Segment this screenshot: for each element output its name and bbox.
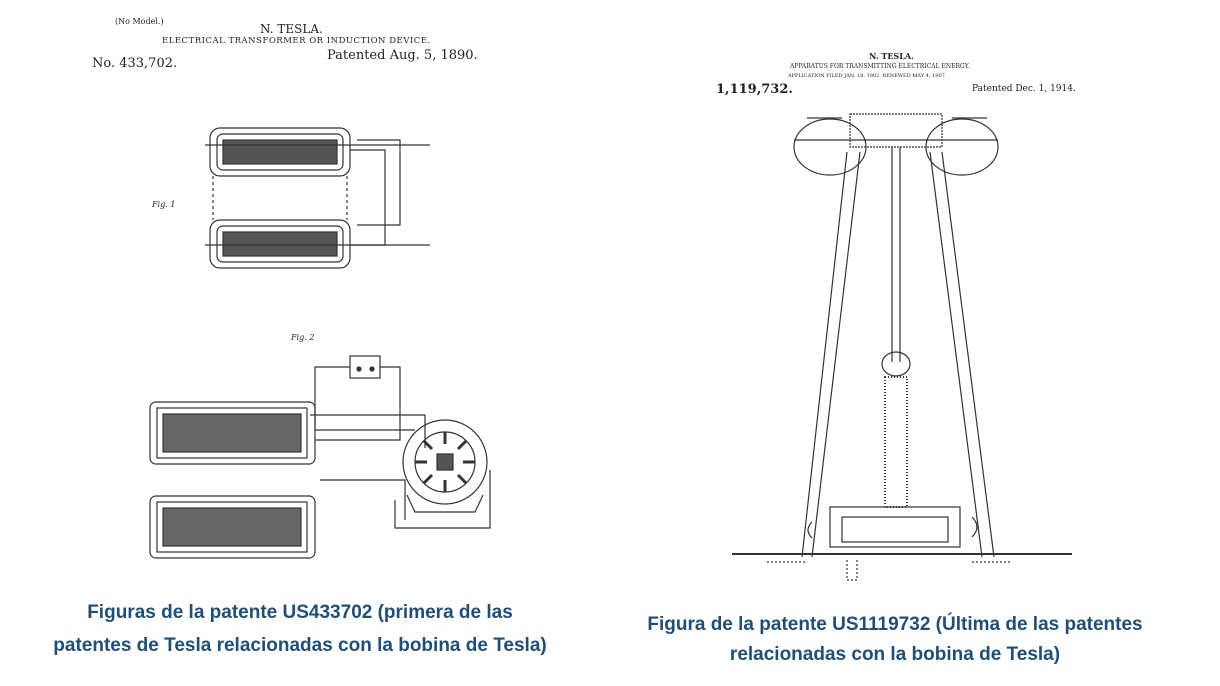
patent-inventor: N. TESLA.: [260, 22, 323, 36]
fig1-label: Fig. 1: [152, 200, 176, 209]
patent-number: 1,119,732.: [716, 82, 793, 97]
model-note: (No Model.): [115, 17, 164, 26]
left-caption: Figuras de la patente US433702 (primera …: [0, 596, 600, 662]
patent-title: ELECTRICAL TRANSFORMER OR INDUCTION DEVI…: [162, 36, 431, 46]
patent-date: Patented Dec. 1, 1914.: [972, 84, 1076, 94]
patent-application: APPLICATION FILED JAN. 18, 1902. RENEWED…: [788, 73, 947, 79]
transformer-drawing: [149, 127, 491, 559]
right-caption-line2: relacionadas con la bobina de Tesla): [729, 644, 1061, 665]
right-caption: Figura de la patente US1119732 (Última d…: [595, 610, 1195, 670]
fig2-label: Fig. 2: [291, 333, 315, 342]
patent-number: No. 433,702.: [92, 56, 178, 71]
patent-figure-us433702: (No Model.) N. TESLA. ELECTRICAL TRANSFO…: [92, 0, 530, 572]
patent-title: APPARATUS FOR TRANSMITTING ELECTRICAL EN…: [790, 63, 970, 70]
patent-inventor: N. TESLA.: [869, 51, 914, 61]
patent-date: Patented Aug. 5, 1890.: [327, 48, 478, 63]
left-caption-line1: Figuras de la patente US433702 (primera …: [87, 602, 513, 623]
patent-figure-us1119732: N. TESLA. APPARATUS FOR TRANSMITTING ELE…: [672, 12, 1116, 585]
tower-drawing: [732, 113, 1072, 581]
right-caption-line1: Figura de la patente US1119732 (Última d…: [647, 614, 1143, 635]
left-caption-line2: patentes de Tesla relacionadas con la bo…: [53, 635, 547, 656]
